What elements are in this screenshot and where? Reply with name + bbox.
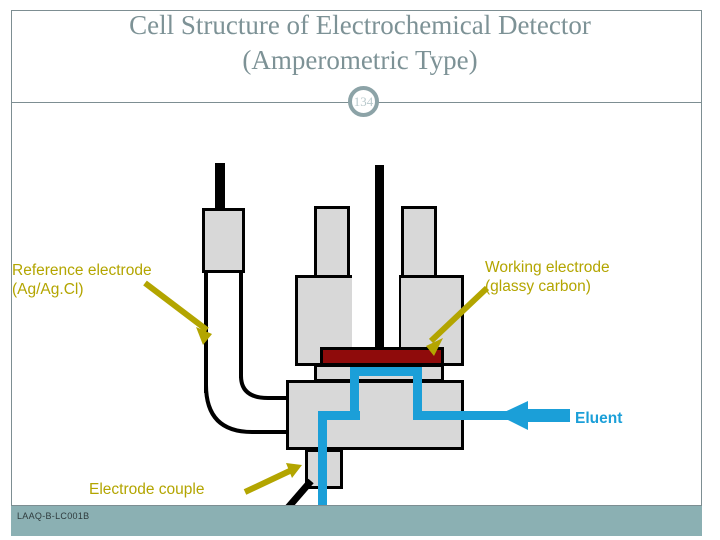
label-electrode-couple: Electrode couple <box>89 481 205 498</box>
eluent-flow-drain <box>318 411 327 516</box>
reference-electrode-body <box>202 208 245 273</box>
reference-electrode-tube-left-wall <box>204 271 208 393</box>
eluent-flow-under-gasket <box>350 367 422 376</box>
label-reference-electrode: Reference electrode (Ag/Ag.Cl) <box>12 262 152 298</box>
page-title: Cell Structure of Electrochemical Detect… <box>129 10 591 75</box>
eluent-flow-riser-left <box>350 367 359 420</box>
cell-lower-block <box>286 380 464 450</box>
eluent-flow-inlet-segment <box>318 411 360 420</box>
label-eluent: Eluent <box>575 410 623 427</box>
reference-electrode-tube-right-wall <box>239 271 243 378</box>
footer-band <box>11 505 702 536</box>
page-number-badge: 134 <box>348 86 379 117</box>
label-working-electrode: Working electrode (glassy carbon) <box>485 259 610 295</box>
footer-document-code: LAAQ-B-LC001B <box>17 511 90 521</box>
eluent-flow-riser-right <box>413 367 422 416</box>
eluent-flow-outlet-segment <box>413 411 529 420</box>
reference-electrode-rod <box>215 163 225 211</box>
working-electrode-rod-upper <box>375 165 384 365</box>
